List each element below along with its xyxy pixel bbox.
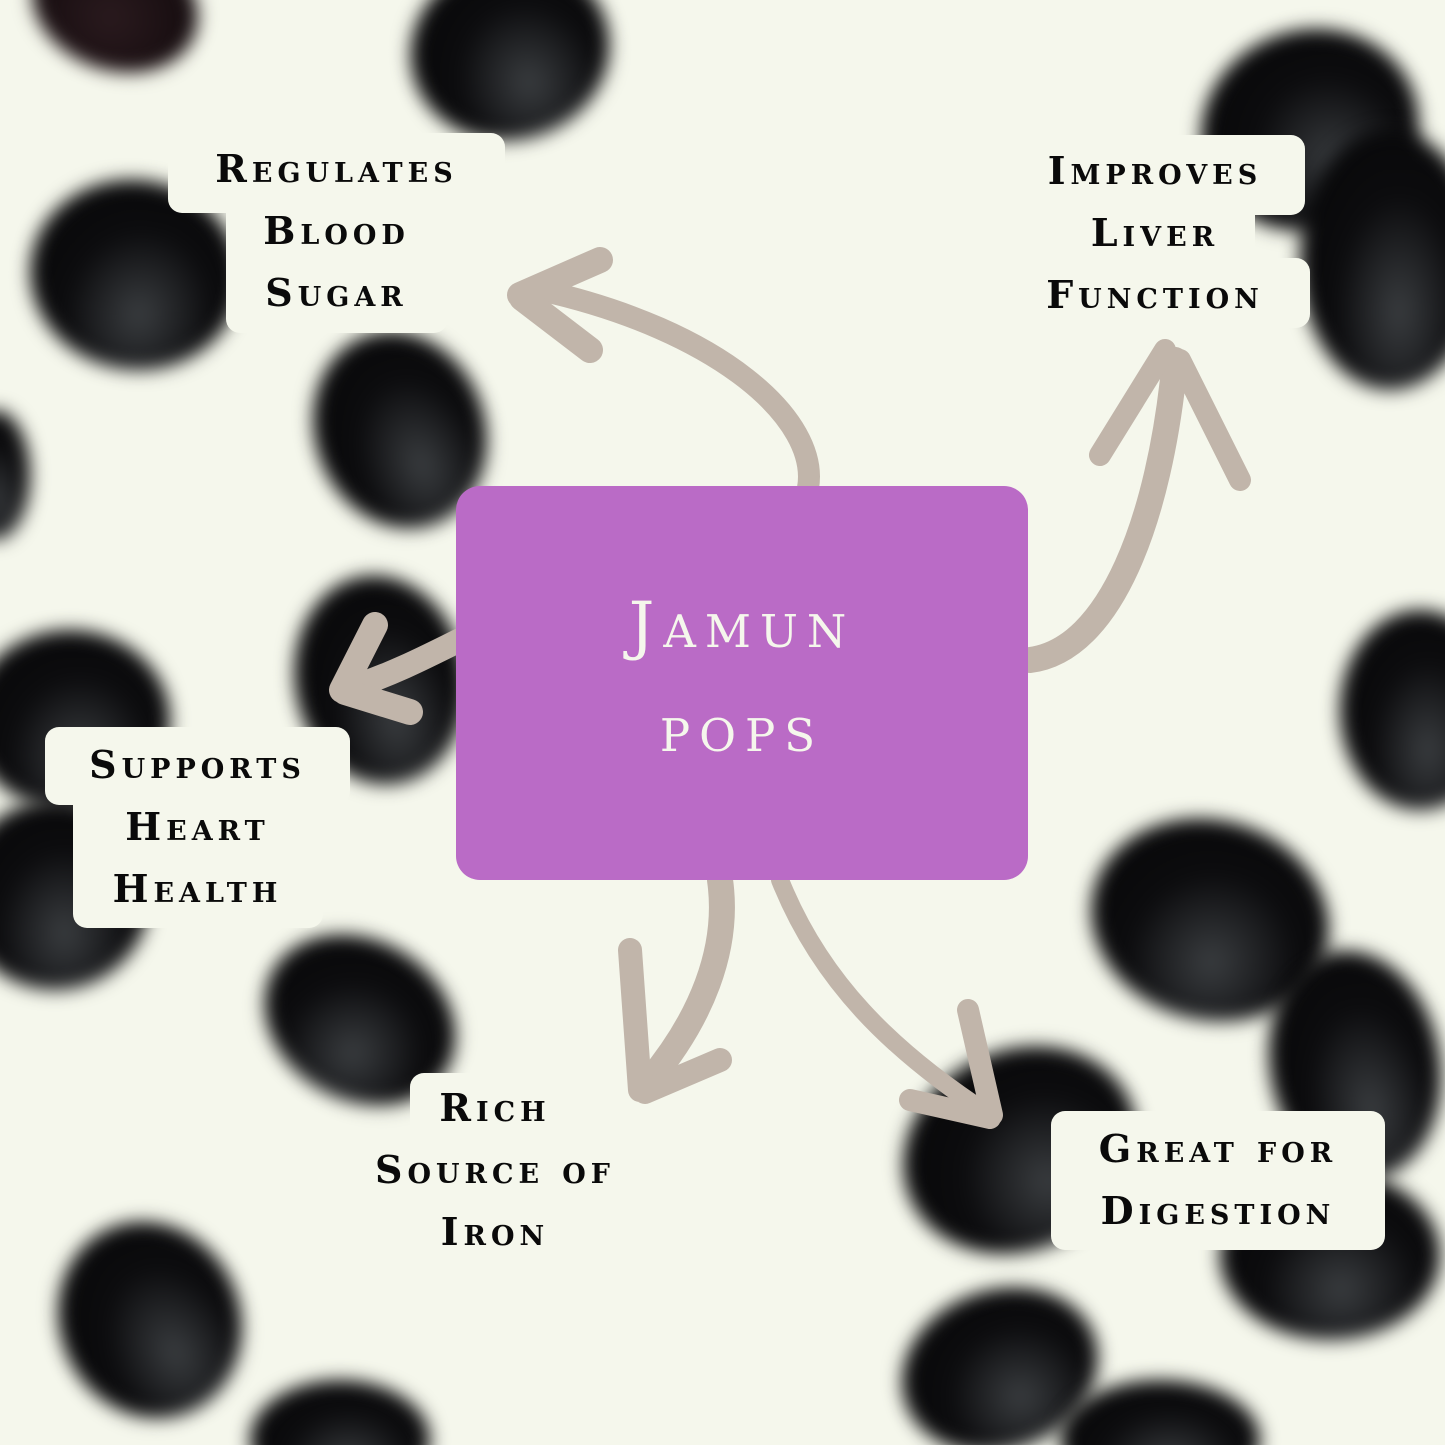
benefit-line: Liver <box>1090 210 1220 255</box>
benefit-line: Heart <box>125 804 270 849</box>
arrow-icon-liver <box>1017 347 1188 673</box>
benefit-line: Great for <box>1098 1126 1338 1171</box>
benefit-line: Improves <box>1047 148 1263 193</box>
center-title-box: Jamun pops <box>458 488 1026 878</box>
center-title-line2: pops <box>659 693 825 767</box>
benefit-line: Supports <box>89 742 306 787</box>
benefit-line: Blood <box>263 208 410 253</box>
benefit-line: Function <box>1046 272 1264 317</box>
benefit-line: Health <box>112 866 283 911</box>
benefit-line: Iron <box>440 1209 550 1254</box>
benefit-line: Source of <box>375 1147 615 1192</box>
benefit-line: Regulates <box>215 146 458 191</box>
center-title-line1: Jamun <box>628 589 856 663</box>
arrow-icon-iron <box>637 867 735 1093</box>
benefit-line: Rich <box>439 1085 551 1130</box>
arrow-icon-blood-sugar <box>529 279 820 499</box>
berry-icon <box>1300 130 1445 390</box>
benefit-line: Sugar <box>265 270 408 315</box>
benefit-line: Digestion <box>1100 1188 1336 1233</box>
arrow-icon-digestion <box>771 871 999 1124</box>
